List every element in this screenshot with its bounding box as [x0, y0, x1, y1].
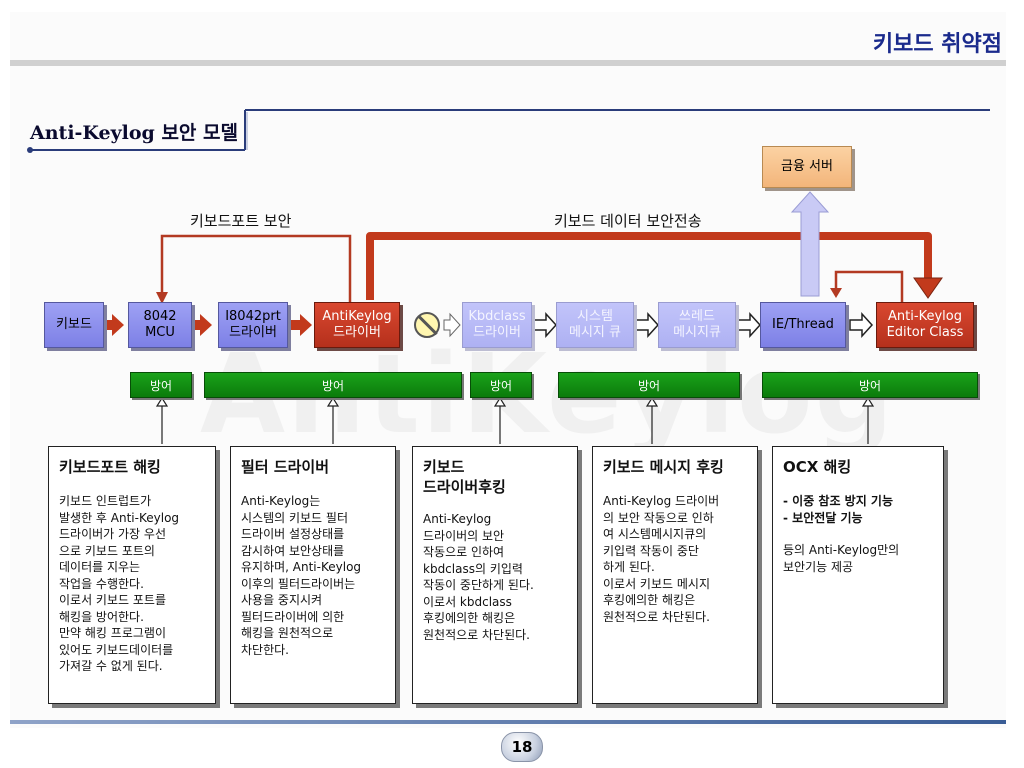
- system-queue-box: 시스템 메시지 큐: [556, 302, 634, 348]
- card-title: 키보드 메시지 후킹: [603, 458, 724, 476]
- editor-class-label: Anti-Keylog Editor Class: [886, 309, 964, 340]
- card-body: Anti-Keylog는 시스템의 키보드 필터 드라이버 설정상태를 감시하여…: [241, 494, 362, 657]
- card-body: 키보드 인트럽트가 발생한 후 Anti-Keylog 드라이버가 가장 우선 …: [59, 494, 180, 673]
- card-body: Anti-Keylog 드라이버 의 보안 작동으로 인하 여 시스템메시지큐의…: [603, 494, 720, 624]
- card-bold-item: - 이중 참조 방지 기능: [783, 494, 894, 508]
- card-filter-driver: 필터 드라이버 Anti-Keylog는 시스템의 키보드 필터 드라이버 설정…: [230, 446, 396, 704]
- system-queue-label: 시스템 메시지 큐: [569, 309, 621, 340]
- card-message-hooking: 키보드 메시지 후킹 Anti-Keylog 드라이버 의 보안 작동으로 인하…: [592, 446, 758, 704]
- defense-bar: 방어: [470, 372, 532, 398]
- slide-title: 키보드 취약점: [872, 31, 1002, 57]
- card-title: 필터 드라이버: [241, 458, 330, 476]
- card-title: OCX 해킹: [783, 458, 852, 476]
- mcu-box: 8042 MCU: [128, 302, 192, 348]
- thread-queue-box: 쓰레드 메시지큐: [658, 302, 736, 348]
- card-body: 등의 Anti-Keylog만의 보안기능 제공: [783, 543, 900, 574]
- card-driver-hooking: 키보드 드라이버후킹 Anti-Keylog 드라이버의 보안 작동으로 인하여…: [412, 446, 578, 704]
- defense-bar: 방어: [204, 372, 462, 398]
- ie-thread-box: IE/Thread: [760, 302, 846, 348]
- kbdclass-driver-box: Kbdclass 드라이버: [462, 302, 532, 348]
- antikeylog-driver-label: AntiKeylog 드라이버: [322, 309, 392, 340]
- card-title: 키보드포트 해킹: [59, 458, 161, 476]
- card-ocx-hacking: OCX 해킹 - 이중 참조 방지 기능 - 보안전달 기능 등의 Anti-K…: [772, 446, 944, 704]
- editor-class-box: Anti-Keylog Editor Class: [876, 302, 974, 348]
- page-number: 18: [501, 732, 543, 762]
- mcu-label: 8042 MCU: [143, 309, 177, 340]
- i8042prt-driver-box: I8042prt 드라이버: [218, 302, 288, 348]
- port-security-label: 키보드포트 보안: [190, 212, 292, 230]
- bank-server-label: 금융 서버: [781, 159, 833, 174]
- card-keyboard-port-hacking: 키보드포트 해킹 키보드 인트럽트가 발생한 후 Anti-Keylog 드라이…: [48, 446, 216, 704]
- card-body: Anti-Keylog 드라이버의 보안 작동으로 인하여 kbdclass의 …: [423, 512, 534, 642]
- footer-line: [10, 720, 1006, 724]
- keyboard-label: 키보드: [56, 317, 92, 332]
- thread-queue-label: 쓰레드 메시지큐: [673, 309, 721, 340]
- defense-bar: 방어: [558, 372, 740, 398]
- kbdclass-label: Kbdclass 드라이버: [468, 309, 526, 340]
- defense-bar: 방어: [130, 372, 192, 398]
- data-transfer-label: 키보드 데이터 보안전송: [554, 212, 702, 230]
- card-title: 키보드 드라이버후킹: [423, 458, 506, 496]
- antikeylog-driver-box: AntiKeylog 드라이버: [314, 302, 400, 348]
- section-title: Anti-Keylog 보안 모델: [30, 122, 238, 144]
- blocked-icon: [414, 312, 440, 338]
- bank-server-box: 금융 서버: [762, 146, 852, 188]
- header-bar: [10, 60, 1006, 66]
- keyboard-box: 키보드: [44, 302, 104, 348]
- i8042prt-label: I8042prt 드라이버: [225, 309, 281, 340]
- card-bold-item: - 보안전달 기능: [783, 510, 863, 525]
- defense-bar: 방어: [762, 372, 978, 398]
- ie-thread-label: IE/Thread: [772, 317, 834, 332]
